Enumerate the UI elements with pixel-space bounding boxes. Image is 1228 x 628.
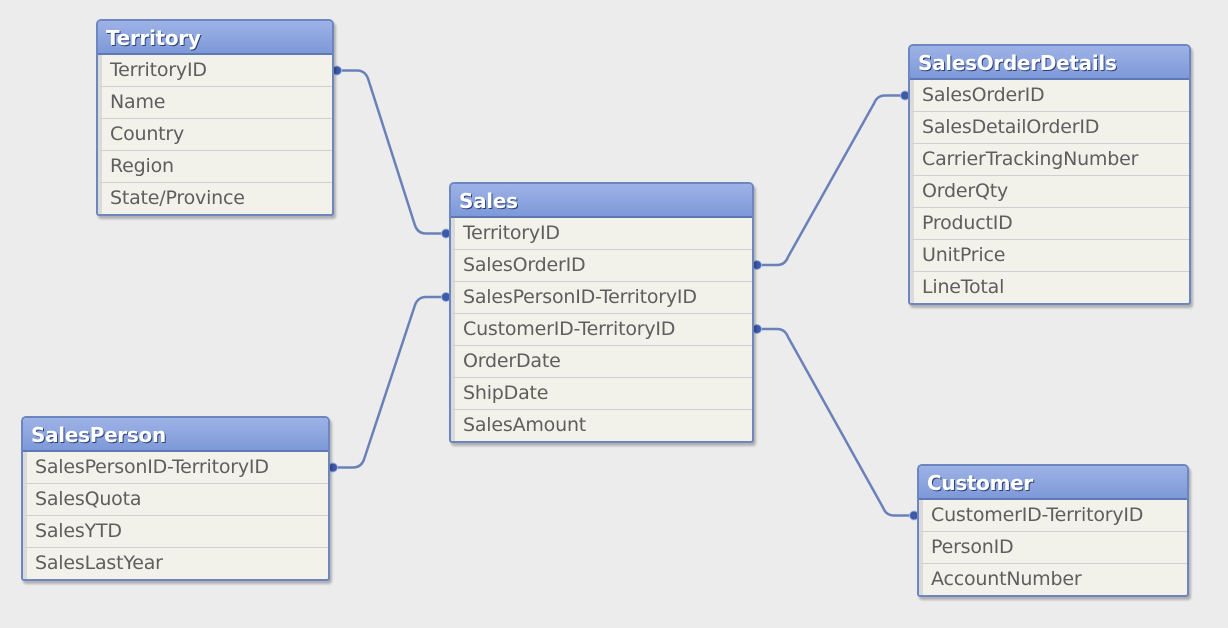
link-line	[757, 94, 905, 267]
table-sales-person-header[interactable]: SalesPerson	[23, 418, 328, 452]
field-row[interactable]: SalesOrderID	[910, 80, 1189, 111]
table-sales-order-details-header[interactable]: SalesOrderDetails	[910, 46, 1189, 80]
field-row[interactable]: OrderQty	[910, 175, 1189, 207]
field-row[interactable]: SalesLastYear	[23, 547, 328, 579]
field-row[interactable]: Region	[98, 150, 332, 182]
field-row[interactable]: SalesAmount	[451, 409, 752, 441]
field-row[interactable]: Country	[98, 118, 332, 150]
table-customer-header[interactable]: Customer	[919, 466, 1187, 500]
link-line	[337, 69, 446, 235]
field-row[interactable]: SalesYTD	[23, 515, 328, 547]
field-row[interactable]: UnitPrice	[910, 239, 1189, 271]
field-row[interactable]: LineTotal	[910, 271, 1189, 303]
table-sales-header[interactable]: Sales	[451, 184, 752, 218]
field-row[interactable]: SalesPersonID-TerritoryID	[23, 452, 328, 483]
field-row[interactable]: SalesPersonID-TerritoryID	[451, 281, 752, 313]
field-row[interactable]: Name	[98, 86, 332, 118]
field-row[interactable]: ProductID	[910, 207, 1189, 239]
field-row[interactable]: ShipDate	[451, 377, 752, 409]
field-row[interactable]: TerritoryID	[98, 55, 332, 86]
link-line	[757, 327, 914, 517]
field-row[interactable]: SalesDetailOrderID	[910, 111, 1189, 143]
field-row[interactable]: AccountNumber	[919, 563, 1187, 595]
link-line	[333, 295, 446, 469]
field-row[interactable]: CustomerID-TerritoryID	[451, 313, 752, 345]
field-row[interactable]: OrderDate	[451, 345, 752, 377]
table-territory-header[interactable]: Territory	[98, 21, 332, 55]
field-row[interactable]: TerritoryID	[451, 218, 752, 249]
field-row[interactable]: SalesQuota	[23, 483, 328, 515]
field-row[interactable]: PersonID	[919, 531, 1187, 563]
field-row[interactable]: CarrierTrackingNumber	[910, 143, 1189, 175]
field-row[interactable]: SalesOrderID	[451, 249, 752, 281]
field-row[interactable]: State/Province	[98, 182, 332, 214]
field-row[interactable]: CustomerID-TerritoryID	[919, 500, 1187, 531]
